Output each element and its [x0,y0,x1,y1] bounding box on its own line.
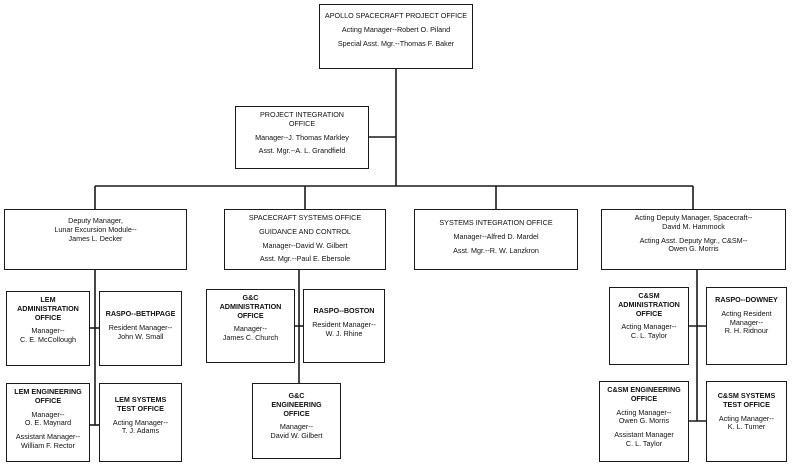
box-line: C. E. McCollough [20,335,76,345]
box-line: James C. Church [222,333,279,343]
box-title: G&C [288,391,305,400]
box-line: Acting Deputy Manager, Spacecraft-- [634,213,753,222]
box-title: RASPO--BETHPAGE [105,309,176,318]
box-line: O. E. Maynard [24,418,72,428]
deputy-manager-lem-box: Deputy Manager, Lunar Excursion Module--… [4,209,187,270]
box-title: RASPO--DOWNEY [715,295,778,304]
box-title: TEST OFFICE [117,403,164,413]
raspo-downey-box: RASPO--DOWNEY Acting Resident Manager-- … [706,287,787,365]
box-line: Asst. Mgr.--A. L. Grandfield [258,146,346,156]
box-title: LEM ENGINEERING [14,387,82,396]
box-line: Manager--J. Thomas Markley [255,132,349,142]
box-line: Resident Manager-- [312,319,376,329]
spacecraft-systems-office-box: SPACECRAFT SYSTEMS OFFICE GUIDANCE AND C… [224,209,386,270]
box-title: TEST OFFICE [723,399,770,409]
box-line: R. H. Ridnour [724,326,769,336]
box-line: Acting Manager-- [718,413,775,423]
box-title: OFFICE [283,408,310,418]
box-title: ADMINISTRATION [219,301,282,311]
box-line: Acting Manager-- [621,322,677,332]
box-line: James L. Decker [68,233,123,243]
box-line: W. J. Rhine [325,328,363,338]
box-title: RASPO--BOSTON [313,306,375,315]
box-line: Acting Asst. Deputy Mgr., C&SM-- [639,235,748,245]
box-line: Manager-- [279,422,314,432]
box-title: APOLLO SPACECRAFT PROJECT OFFICE [324,11,468,20]
box-line: Acting Manager-- [112,417,169,427]
lem-systems-test-office-box: LEM SYSTEMS TEST OFFICE Acting Manager--… [99,383,182,462]
systems-integration-office-box: SYSTEMS INTEGRATION OFFICE Manager--Alfr… [414,209,578,270]
box-line: Deputy Manager, [68,216,123,225]
raspo-boston-box: RASPO--BOSTON Resident Manager-- W. J. R… [303,289,385,363]
lem-engineering-office-box: LEM ENGINEERING OFFICE Manager-- O. E. M… [6,383,90,462]
box-line: William F. Rector [21,440,75,450]
box-title: C&SM [638,291,660,300]
csm-administration-office-box: C&SM ADMINISTRATION OFFICE Acting Manage… [609,287,689,365]
box-title: OFFICE [635,308,663,318]
box-line: Owen G. Morris [618,416,670,426]
raspo-bethpage-box: RASPO--BETHPAGE Resident Manager-- John … [99,291,182,366]
box-line: Manager-- [233,324,268,334]
box-line: Asst. Mgr.--Paul E. Ebersole [259,254,351,264]
box-line: K. L. Turner [727,422,766,432]
box-line: John W. Small [117,331,164,341]
box-title: LEM [40,295,56,304]
project-integration-office-box: PROJECT INTEGRATION OFFICE Manager--J. T… [235,106,369,169]
box-line: T. J. Adams [121,426,160,436]
box-line: Acting Manager-- [616,407,672,417]
box-title: SPACECRAFT SYSTEMS OFFICE [248,213,362,222]
box-line: Acting Resident [721,308,772,318]
csm-engineering-office-box: C&SM ENGINEERING OFFICE Acting Manager--… [599,381,689,462]
box-title: GUIDANCE AND CONTROL [259,226,351,236]
box-line: Assistant Manager [614,430,674,440]
box-title: PROJECT INTEGRATION [260,110,344,119]
box-title: OFFICE [237,310,264,320]
box-line: David W. Gilbert [270,431,323,441]
box-title: OFFICE [34,312,62,322]
acting-deputy-manager-spacecraft-box: Acting Deputy Manager, Spacecraft-- Davi… [601,209,786,270]
box-line: Acting Manager--Robert O. Piland [341,24,451,34]
box-title: OFFICE [34,395,62,405]
box-title: ADMINISTRATION [618,299,680,309]
box-title: G&C [242,293,259,302]
box-line: Manager--David W. Gilbert [262,240,348,250]
box-title: SYSTEMS INTEGRATION OFFICE [439,218,553,227]
apollo-spacecraft-project-office-box: APOLLO SPACECRAFT PROJECT OFFICE Acting … [319,4,473,69]
box-line: Assistant Manager-- [15,432,81,442]
box-title: OFFICE [288,118,316,128]
box-title: C&SM SYSTEMS [717,391,776,400]
box-title: ENGINEERING [271,399,322,409]
box-line: Owen G. Morris [668,244,719,254]
gc-administration-office-box: G&C ADMINISTRATION OFFICE Manager-- Jame… [206,289,295,363]
gc-engineering-office-box: G&C ENGINEERING OFFICE Manager-- David W… [252,383,341,459]
box-title: ADMINISTRATION [17,303,79,313]
box-line: Asst. Mgr.--R. W. Lanzkron [453,245,539,255]
box-title: C&SM ENGINEERING [607,385,681,394]
box-line: Manager-- [729,317,764,327]
box-title: OFFICE [630,393,658,403]
box-line: Manager--Alfred D. Mardel [453,231,539,241]
box-title: LEM SYSTEMS [114,395,167,404]
box-line: David M. Hammock [662,221,725,231]
csm-systems-test-office-box: C&SM SYSTEMS TEST OFFICE Acting Manager-… [706,381,787,462]
box-line: C. L. Taylor [630,331,668,341]
box-line: C. L. Taylor [625,438,663,448]
lem-administration-office-box: LEM ADMINISTRATION OFFICE Manager-- C. E… [6,291,90,366]
box-line: Manager-- [31,409,65,419]
box-line: Manager-- [31,326,65,336]
box-line: Lunar Excursion Module-- [54,224,137,234]
box-line: Special Asst. Mgr.--Thomas F. Baker [337,38,455,48]
box-line: Resident Manager-- [108,322,173,332]
